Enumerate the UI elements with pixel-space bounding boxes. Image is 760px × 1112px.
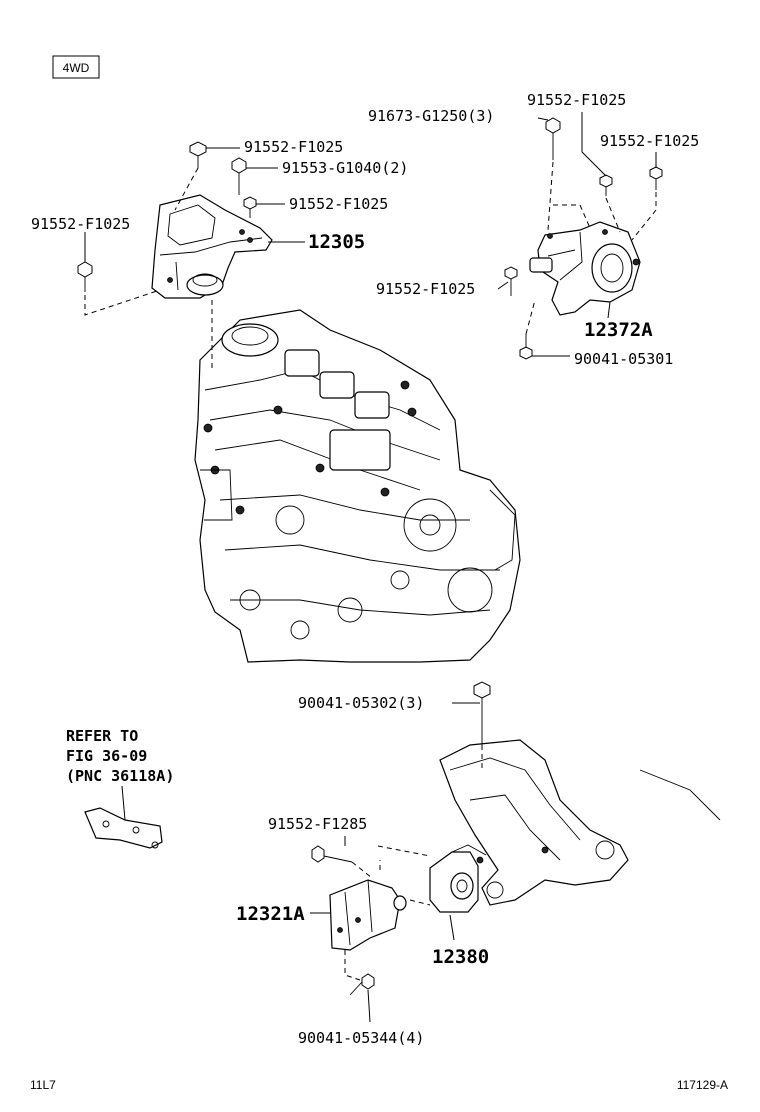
part-label-12380: 12380 <box>432 946 489 968</box>
part-label-90041-05302: 90041-05302(3) <box>298 694 424 712</box>
bolt-90041-05344 <box>349 973 375 996</box>
part-label-91553-g1040: 91553-G1040(2) <box>282 159 408 177</box>
reference-bracket <box>84 807 163 849</box>
part-label-91552-f1025: 91552-F1025 <box>31 215 130 233</box>
guide-line <box>605 197 621 233</box>
guide-line <box>409 899 431 906</box>
guide-line <box>553 204 591 229</box>
leader-lines-left <box>84 147 305 262</box>
part-label-90041-05301: 90041-05301 <box>574 350 673 368</box>
leader-line <box>367 989 371 1023</box>
reference-line-2: FIG 36-09 <box>66 747 147 765</box>
guide-line <box>631 192 657 241</box>
guide-line <box>84 289 161 316</box>
part-label-12305: 12305 <box>308 231 365 253</box>
part-labels: 91552-F1025 91553-G1040(2) 91552-F1025 9… <box>31 91 699 1047</box>
leader-line <box>449 914 455 941</box>
part-label-12372a: 12372A <box>584 319 653 341</box>
reference-line-3: (PNC 36118A) <box>66 767 174 785</box>
guide-line <box>344 950 361 981</box>
footer-right-code: 117129-A <box>677 1078 728 1092</box>
part-label-91552-f1025: 91552-F1025 <box>244 138 343 156</box>
footer: 11L7 117129-A <box>30 1078 728 1092</box>
guide-line <box>377 845 431 857</box>
part-label-90041-05344: 90041-05344(4) <box>298 1029 424 1047</box>
crossmember <box>439 739 721 906</box>
part-label-91552-f1025: 91552-F1025 <box>600 132 699 150</box>
left-mount-bolts <box>77 141 257 292</box>
engine-block <box>194 309 521 663</box>
variant-box: 4WD <box>52 55 100 79</box>
part-label-91552-f1025: 91552-F1025 <box>376 280 475 298</box>
part-label-91552-f1025: 91552-F1025 <box>527 91 626 109</box>
guide-line <box>351 861 373 879</box>
bolt-90041-05302 <box>473 681 491 745</box>
engine-mount-12380 <box>429 844 487 913</box>
reference-line-1: REFER TO <box>66 727 138 745</box>
bolt-91552-f1285 <box>311 845 353 863</box>
part-label-12321a: 12321A <box>236 903 305 925</box>
guide-line <box>547 161 554 231</box>
guide-line <box>525 299 536 335</box>
engine-mount-12305 <box>151 194 273 299</box>
bracket-12321a <box>329 879 407 951</box>
variant-label: 4WD <box>63 61 90 75</box>
leader-lines-right <box>497 112 657 357</box>
part-label-91673-g1250: 91673-G1250(3) <box>368 107 494 125</box>
footer-left-code: 11L7 <box>30 1078 56 1092</box>
part-label-91552-f1285: 91552-F1285 <box>268 815 367 833</box>
engine-mount-12372a <box>529 221 641 316</box>
reference-note: REFER TO FIG 36-09 (PNC 36118A) <box>66 727 174 785</box>
part-label-91552-f1025: 91552-F1025 <box>289 195 388 213</box>
leader-line <box>121 785 126 821</box>
guide-line <box>174 167 199 211</box>
